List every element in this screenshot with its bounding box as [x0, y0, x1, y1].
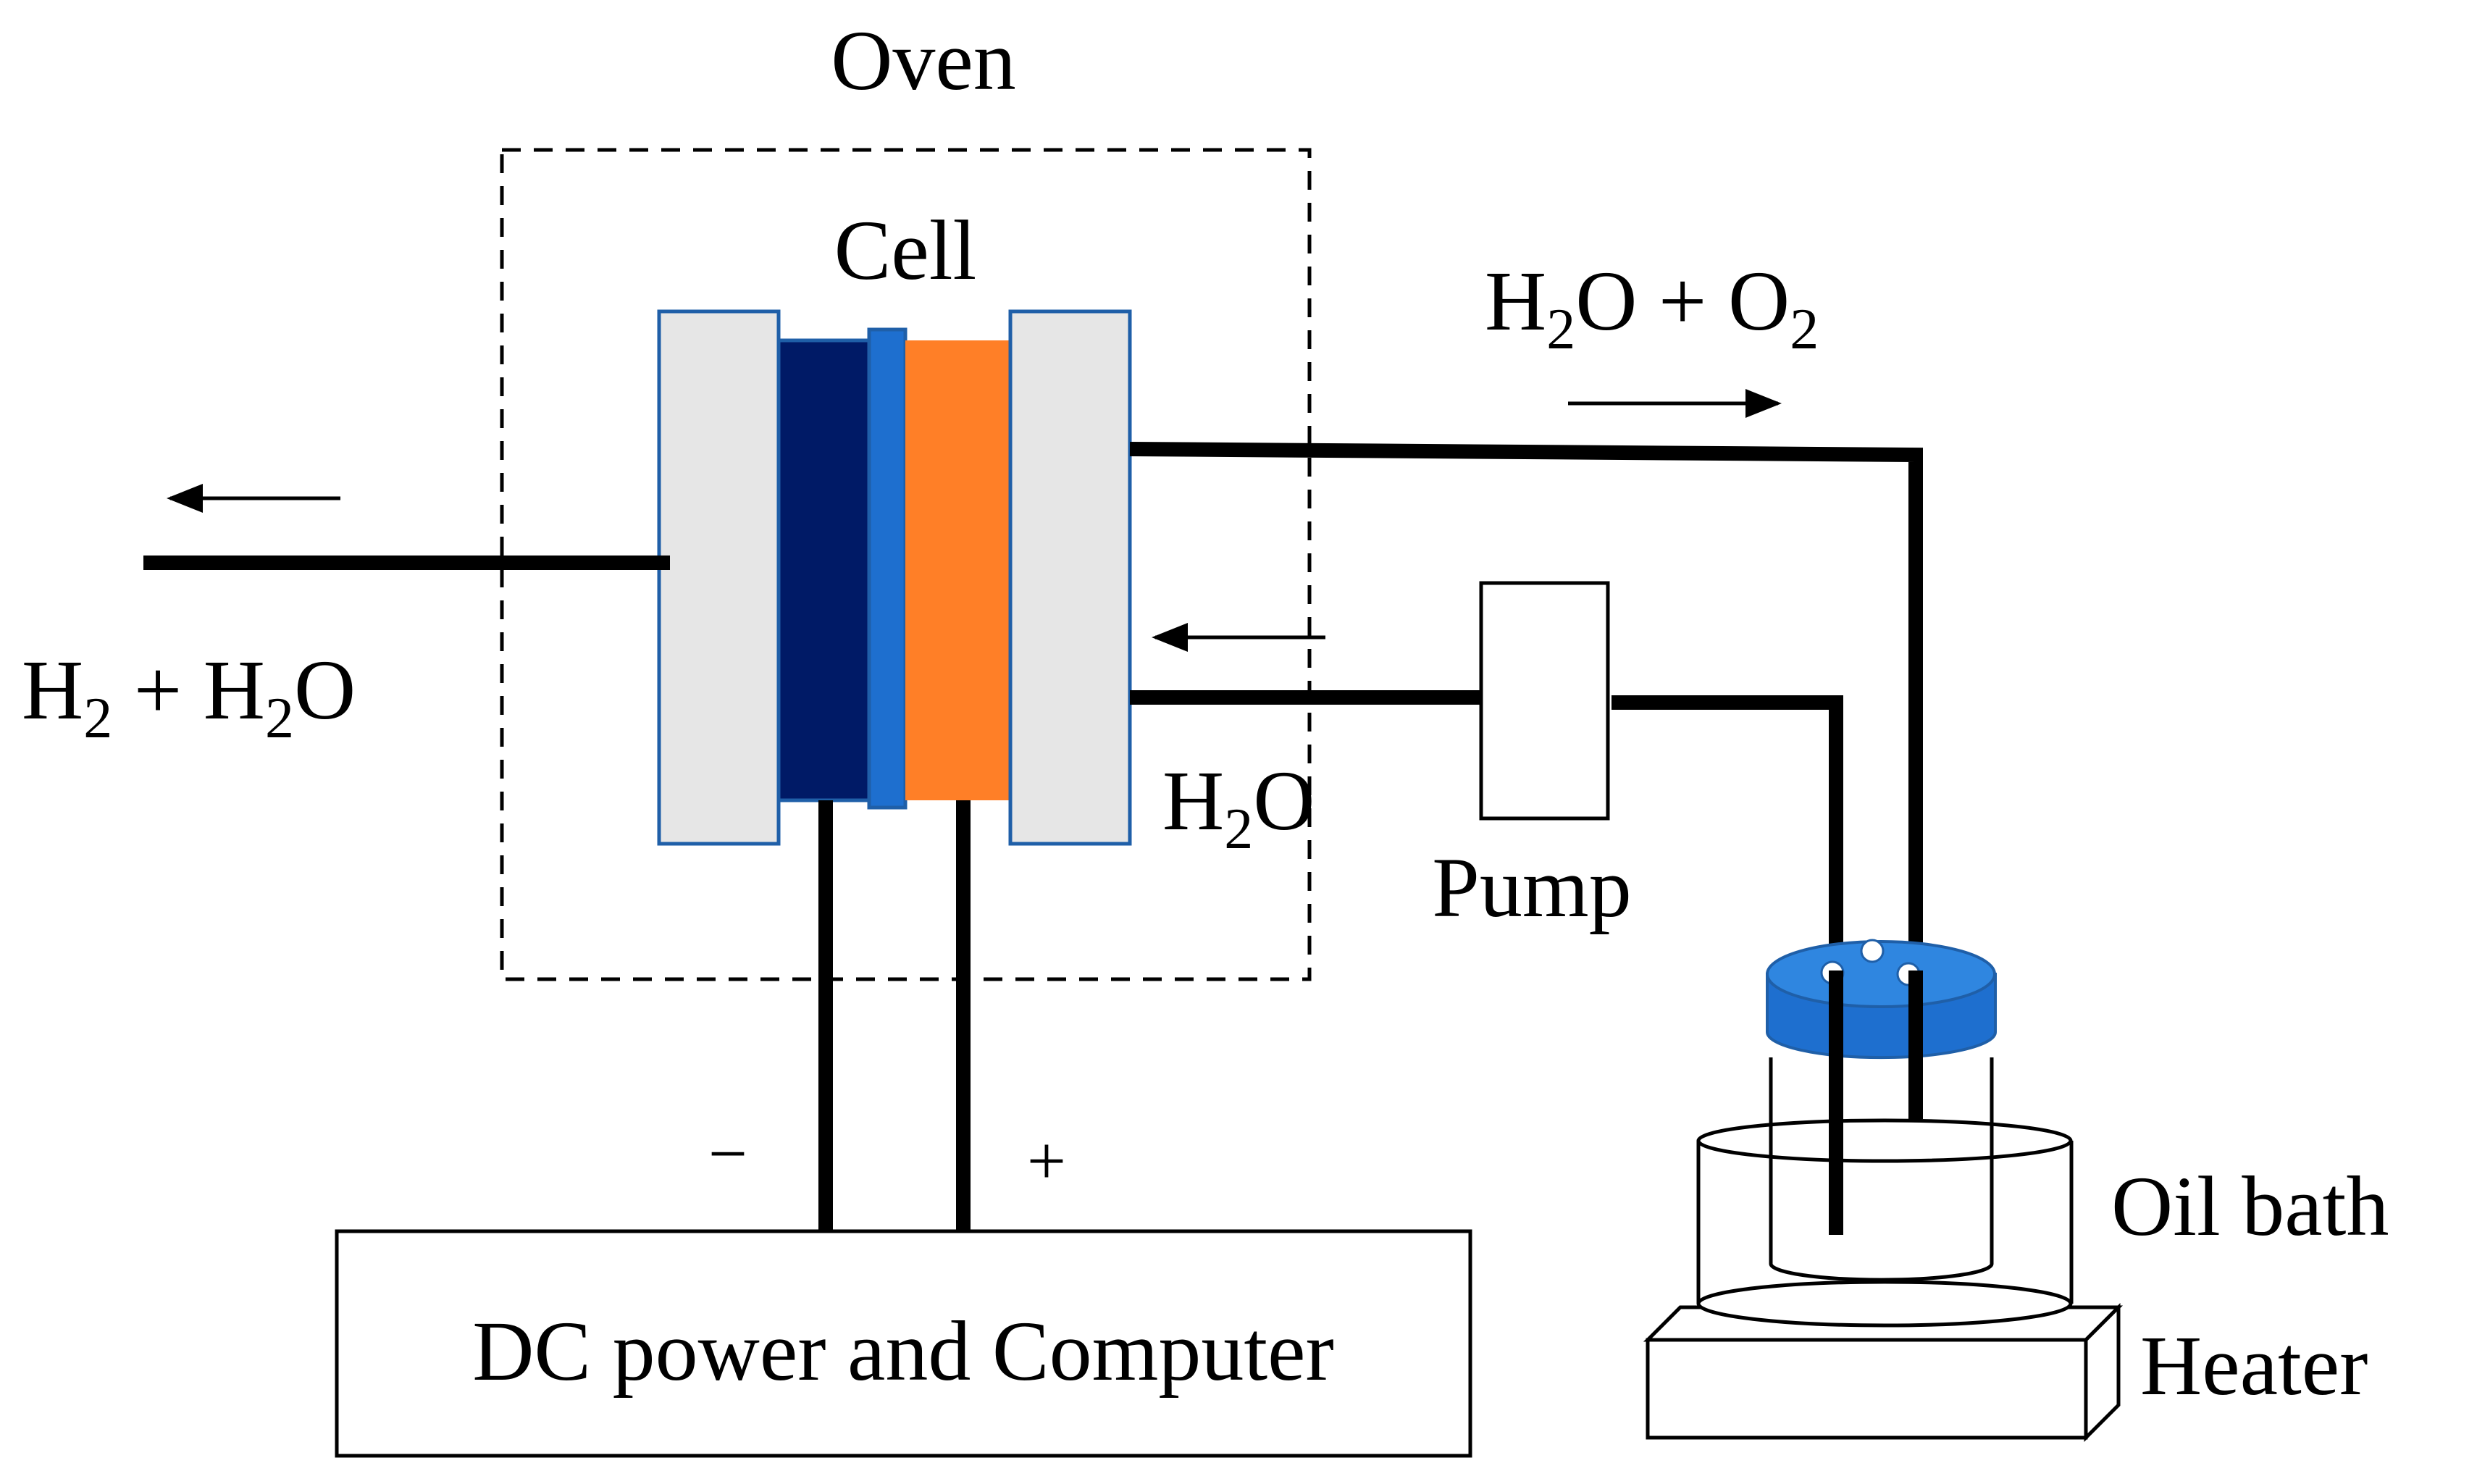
dc-power-box	[335, 1229, 1472, 1458]
pump-label: Pump	[1432, 840, 1631, 935]
right-interconnect	[1008, 309, 1132, 846]
oven-label: Oven	[831, 13, 1016, 108]
anode-layer	[905, 340, 1010, 800]
plus-sign: +	[1027, 1122, 1066, 1199]
minus-sign: −	[708, 1115, 747, 1192]
bottle-cap-top	[1766, 940, 1996, 1008]
left-interconnect	[657, 309, 781, 846]
heater-side	[2084, 1302, 2121, 1443]
oil-bath-label: Oil bath	[2111, 1159, 2389, 1254]
cell-label: Cell	[834, 203, 977, 298]
oil-bath-body	[1698, 1141, 2071, 1304]
heater-front	[1646, 1338, 2088, 1440]
cap-port-icon	[1860, 939, 1885, 963]
oil-bath-bottom	[1696, 1280, 2073, 1328]
oxygen-outlet-pipe	[1129, 442, 1923, 1119]
oven-box	[500, 148, 1312, 981]
hydrogen-output-label: H2 + H2O	[22, 642, 356, 750]
water-input-label: H2O	[1162, 753, 1315, 861]
electrolyte-layer	[867, 327, 908, 810]
cathode-layer	[776, 338, 871, 802]
dc-power-label: DC power and Computer	[472, 1304, 1334, 1399]
heater-label: Heater	[2140, 1318, 2368, 1413]
oxygen-output-label: H2O + O2	[1485, 253, 1819, 361]
oil-bath-rim	[1696, 1118, 2073, 1163]
bottle-bottom	[1769, 1263, 1994, 1282]
pump-box	[1479, 581, 1610, 821]
